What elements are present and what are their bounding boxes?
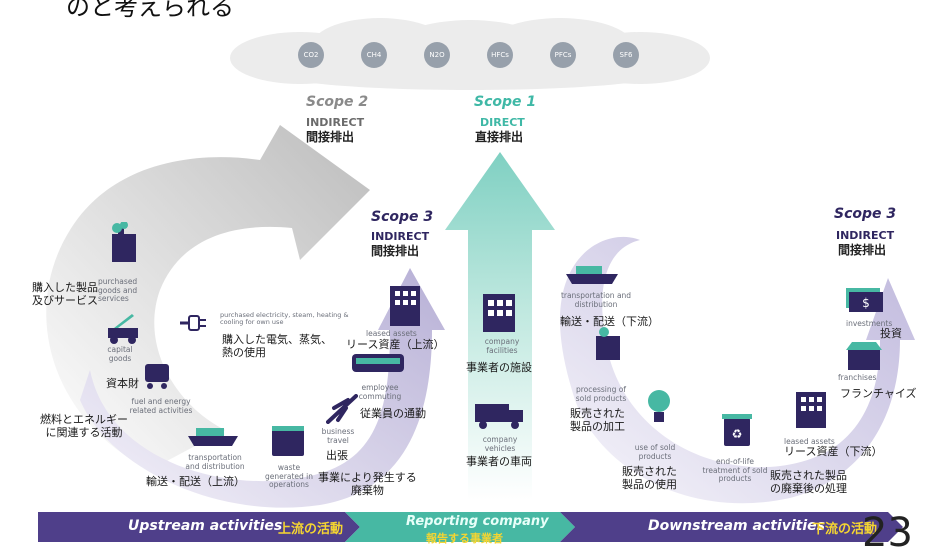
scope1-jp: 直接排出 [475,130,524,144]
label-en-waste: waste generated in operations [265,463,313,490]
scope3-down-type: INDIRECT [836,229,895,242]
ship-icon-upstream [188,428,238,446]
upstream-activities-en: Upstream activities [128,518,283,534]
label-jp-franchises: フランチャイズ [840,387,917,400]
building-icon-upstream [390,286,420,326]
truck-icon-company [475,404,523,429]
label-en-capital: capital goods [107,345,133,363]
page-number: 23 [862,510,913,556]
scope-diagram-graphic [38,18,915,542]
reporting-company-jp: 報告する事業者 [426,532,503,545]
downstream-activities-en: Downstream activities [648,518,825,534]
label-jp-processing: 販売された 製品の加工 [570,407,625,433]
downstream-activities-jp: 下流の活動 [812,522,878,537]
top-caption: のと考えられる [66,0,234,21]
label-jp-fuel: 燃料とエネルギー に関連する活動 [40,413,128,439]
waste-bin-icon [272,426,304,456]
reporting-company-en: Reporting company [406,514,549,529]
money-stack-icon: $ [846,288,883,312]
label-en-fuel: fuel and energy related activities [129,397,193,415]
label-jp-investments: 投資 [880,327,902,340]
label-jp-facilities: 事業者の施設 [466,361,532,374]
label-en-commuting: employee commuting [358,383,402,401]
label-jp-transport-up: 輸送・配送（上流） [146,475,245,488]
label-en-vehicles: company vehicles [482,435,518,453]
svg-text:♻: ♻ [732,427,743,441]
svg-text:$: $ [862,296,870,310]
label-en-transport-up: transportation and distribution [185,453,245,471]
fuel-cart-icon [145,364,169,389]
label-en-electricity: purchased electricity, steam, heating & … [220,311,349,327]
storefront-icon [846,342,882,370]
train-icon [352,354,404,372]
plug-icon [180,315,206,331]
gas-pfcs: PFCs [550,42,576,68]
crane-truck-icon [108,314,138,344]
label-jp-eol: 販売された製品 の廃棄後の処理 [770,469,847,495]
label-en-leased-up: leased assets [366,329,417,338]
building-icon-company [483,294,515,332]
label-en-processing: processing of sold products [575,385,627,403]
airplane-icon [326,394,358,424]
label-en-use: use of sold products [634,443,676,461]
label-en-purchased: purchased goods and services [98,277,138,304]
scope2-type: INDIRECT [306,116,365,129]
label-en-leased-down: leased assets [784,437,835,446]
label-jp-purchased: 購入した製品 及びサービス [32,281,98,307]
label-jp-waste: 事業により発生する 廃棄物 [318,471,417,497]
upstream-activities-jp: 上流の活動 [278,522,344,537]
scope3-up-title: Scope 3 [371,209,434,225]
label-jp-commuting: 従業員の通勤 [360,407,426,420]
label-jp-use: 販売された 製品の使用 [622,465,677,491]
label-en-franchises: franchises [838,373,877,382]
label-en-transport-down: transportation and distribution [560,291,632,309]
gas-hfcs: HFCs [487,42,513,68]
label-jp-leased-down: リース資産（下流） [784,445,883,458]
lightbulb-icon [648,390,670,422]
scope3-up-jp: 間接排出 [371,244,420,258]
recycle-bin-icon: ♻ [722,414,752,446]
label-jp-vehicles: 事業者の車両 [466,455,532,468]
building-icon-downstream [796,392,826,428]
factory-icon [112,222,136,262]
bottom-activity-bar [38,512,903,542]
scope1-type: DIRECT [480,116,525,129]
label-en-travel: business travel [321,427,355,445]
label-jp-transport-down: 輸送・配送（下流） [560,315,659,328]
gas-co2: CO2 [298,42,324,68]
scope3-downstream-arrow [560,236,915,504]
scope2-title: Scope 2 [306,94,369,110]
gas-ch4: CH4 [361,42,387,68]
scope3-down-title: Scope 3 [834,206,897,222]
label-jp-electricity: 購入した電気、蒸気、 熱の使用 [222,333,332,359]
scope3-up-type: INDIRECT [371,230,430,243]
label-en-facilities: company facilities [484,337,520,355]
gas-n2o: N2O [424,42,450,68]
label-jp-travel: 出張 [326,449,348,462]
label-en-investments: investments [846,319,893,328]
scope3-down-jp: 間接排出 [838,243,887,257]
scope1-title: Scope 1 [474,94,537,110]
factory-icon-downstream [596,327,620,360]
scope2-arrow [46,125,371,470]
scope2-jp: 間接排出 [306,130,355,144]
gas-sf6: SF6 [613,42,639,68]
label-jp-capital: 資本財 [106,377,139,390]
label-jp-leased-up: リース資産（上流） [346,338,445,351]
ship-icon-downstream [566,266,618,284]
label-en-eol: end-of-life treatment of sold products [702,457,768,484]
